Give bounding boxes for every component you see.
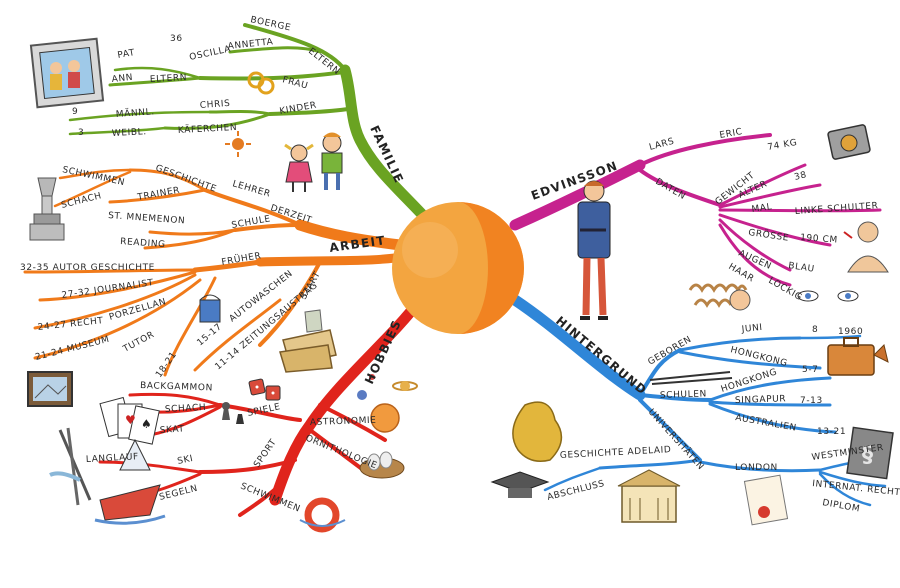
hobbies-ski: SKI (177, 454, 195, 467)
hobbies-segeln: SEGELN (158, 484, 199, 503)
curly-hair-image (688, 283, 751, 311)
hobbies-ornithologie: ORNITHOLOGIE (304, 434, 379, 472)
hobbies-schach: SCHACH (165, 403, 207, 415)
edvinsson-lockig: LOCKIG (767, 276, 804, 303)
eyes-image (797, 290, 859, 302)
branch-edvinsson (509, 133, 882, 287)
hintergrund-n1960: 1960 (838, 327, 863, 337)
family-portrait-image (29, 37, 105, 109)
familie-maennl: MÄNNL. (115, 106, 155, 120)
edvinsson-kg: 74 KG (767, 138, 798, 153)
hintergrund-london: LONDON (735, 463, 778, 473)
dice-image (248, 378, 281, 401)
edvinsson-schulter: LINKE SCHULTER (795, 201, 879, 217)
familie-pat: PAT (117, 48, 136, 61)
arbeit-tutor: TUTOR (121, 330, 157, 355)
edvinsson-cm: 190 CM (800, 233, 838, 246)
suitcase-image (827, 337, 889, 376)
graduation-cap-image (490, 471, 550, 498)
chess-trophy-image (29, 177, 65, 241)
playing-cards-image: ♥ ♠ (99, 396, 160, 445)
familie-ann: ANN (111, 73, 133, 85)
branch-hintergrund (509, 294, 887, 507)
wedding-rings-icon (247, 71, 275, 95)
familie-n36: 36 (170, 34, 183, 44)
arbeit-lehrer: LEHRER (231, 179, 272, 199)
diploma-image (743, 474, 789, 526)
arbeit-n1517: 15-17 (196, 322, 225, 348)
svg-text:§: § (862, 443, 874, 468)
hobbies-astronomie: ASTRONOMIE (310, 416, 377, 428)
chopsticks-image (649, 371, 733, 385)
hobbies-skat: SKAT (160, 424, 185, 436)
hintergrund-geboren: GEBOREN (647, 335, 694, 368)
arbeit-n18: 18-21 (154, 350, 179, 380)
law-book-image: § (846, 426, 894, 480)
hintergrund-abschluss: ABSCHLUSS (546, 479, 606, 503)
hintergrund-n1321: 13-21 (817, 427, 846, 437)
edvinsson-eric: ERIC (719, 127, 744, 141)
svg-text:♥: ♥ (125, 413, 136, 427)
edvinsson-lars: LARS (648, 137, 675, 153)
familie-kaeferchen: KÄFERCHEN (178, 122, 238, 136)
hintergrund-australien: AUSTRALIEN (734, 413, 797, 434)
man-portrait-image (577, 180, 611, 320)
planets-image (357, 374, 418, 433)
hintergrund-n8: 8 (812, 325, 818, 335)
familie-annetta: ANNETTA (227, 37, 274, 52)
chess-pieces-image (222, 402, 244, 424)
newspapers-image (279, 309, 337, 373)
arbeit-trainer: TRAINER (136, 186, 181, 204)
familie-eltern: ELTERN (150, 73, 188, 85)
arbeit-schwimmen: SCHWIMMEN (61, 165, 125, 188)
familie-weibl: WEIBL. (112, 127, 147, 139)
branch-arbeit (23, 168, 406, 377)
hintergrund-adelaid: GESCHICHTE ADELAID (560, 445, 672, 461)
swim-ring-image (299, 497, 346, 533)
hintergrund-hongkong1: HONGKONG (729, 345, 788, 369)
museum-picture-image (27, 371, 73, 407)
arbeit-journalist: 27-32 JOURNALIST (61, 278, 154, 301)
arbeit-recht: 24-27 RECHT (37, 316, 104, 333)
hobbies-langlauf: LANGLAUF (86, 452, 139, 465)
paint-bucket-image (199, 294, 221, 323)
camera-image (827, 124, 871, 160)
familie-oscilla: OSCILLA (189, 44, 233, 63)
familie-n3: 3 (78, 128, 84, 138)
edvinsson-n38: 38 (793, 170, 808, 183)
hintergrund-schulen: SCHULEN (660, 389, 707, 401)
arbeit-mnemenon: ST. MNEMENON (108, 211, 186, 226)
arbeit-museum: 21-24 MUSEUM (34, 335, 110, 363)
familie-chris: CHRIS (200, 99, 231, 111)
label-hintergrund: HINTERGRUND (553, 314, 650, 398)
hintergrund-singapur: SINGAPUR (735, 394, 787, 406)
edvinsson-blau: BLAU (788, 261, 816, 275)
shoulder-figure-image (843, 221, 889, 273)
central-image (392, 202, 524, 334)
birds-nest-image (359, 451, 405, 479)
sun-doodle-icon (225, 131, 251, 157)
sailboat-image (94, 438, 166, 525)
edvinsson-mal: MAL (751, 202, 773, 215)
hobbies-backgammon: BACKGAMMON (140, 381, 213, 394)
arbeit-reading: READING (120, 237, 166, 250)
skis-image (49, 427, 92, 506)
familie-n9: 9 (72, 107, 78, 117)
svg-text:♠: ♠ (141, 417, 152, 431)
arbeit-autor: 32-35 AUTOR GESCHICHTE (20, 263, 155, 273)
edvinsson-daten: DATEN (654, 177, 688, 202)
hintergrund-juni: JUNI (740, 323, 763, 335)
branch-familie (68, 23, 438, 231)
university-building-image (617, 469, 681, 523)
vase-statue-image (512, 401, 563, 462)
hintergrund-n57: 5-7 (802, 365, 819, 375)
hintergrund-n713: 7-13 (800, 396, 823, 406)
children-image (284, 132, 343, 192)
